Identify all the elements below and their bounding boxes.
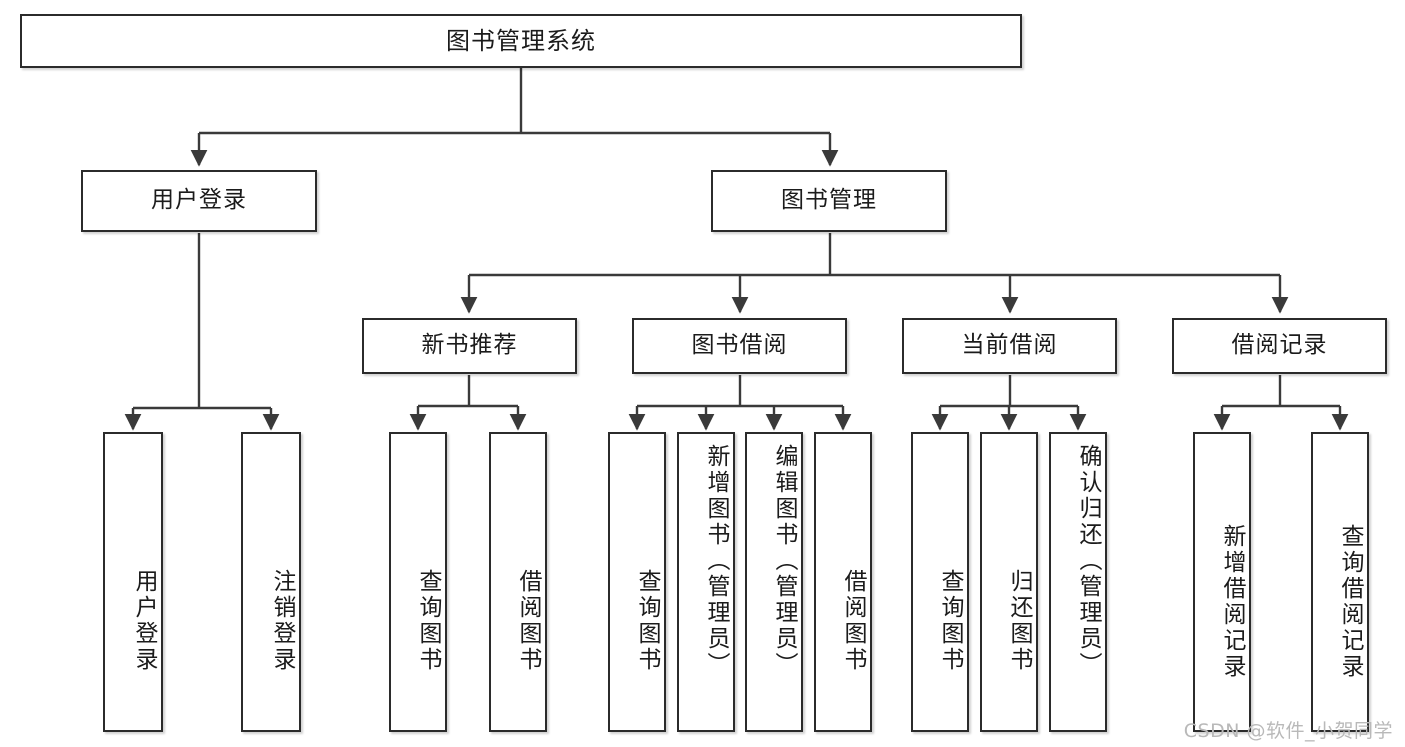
- node-label: 借阅图书: [840, 569, 866, 673]
- node-label: 新书推荐: [421, 332, 518, 359]
- node-leaf-user-login[interactable]: 用户登录: [103, 432, 163, 732]
- node-label: 当前借阅: [961, 332, 1058, 359]
- node-label: 确认归还（管理员）: [1075, 444, 1101, 678]
- node-label: 查询图书: [937, 569, 963, 673]
- node-label: 查询借阅记录: [1337, 524, 1363, 680]
- node-leaf-query-book-3[interactable]: 查询图书: [911, 432, 969, 732]
- node-new-book-recommend[interactable]: 新书推荐: [362, 318, 577, 374]
- node-label: 查询图书: [634, 569, 660, 673]
- node-label: 用户登录: [131, 569, 157, 673]
- node-label: 借阅记录: [1231, 332, 1328, 359]
- node-leaf-query-record[interactable]: 查询借阅记录: [1311, 432, 1369, 732]
- node-book-management[interactable]: 图书管理: [711, 170, 947, 232]
- csdn-watermark: CSDN @软件_小贺同学: [1183, 720, 1393, 742]
- node-label: 新增借阅记录: [1219, 524, 1245, 680]
- node-current-borrow[interactable]: 当前借阅: [902, 318, 1117, 374]
- node-label: 图书管理: [781, 187, 877, 214]
- node-label: 图书管理系统: [446, 26, 596, 55]
- node-leaf-borrow-book-1[interactable]: 借阅图书: [489, 432, 547, 732]
- node-leaf-return-book[interactable]: 归还图书: [980, 432, 1038, 732]
- node-label: 新增图书（管理员）: [703, 444, 729, 678]
- node-leaf-logout-login[interactable]: 注销登录: [241, 432, 301, 732]
- node-borrow-record[interactable]: 借阅记录: [1172, 318, 1387, 374]
- node-leaf-query-book-1[interactable]: 查询图书: [389, 432, 447, 732]
- node-leaf-edit-book[interactable]: 编辑图书（管理员）: [745, 432, 803, 732]
- node-label: 图书借阅: [691, 332, 788, 359]
- node-leaf-add-book[interactable]: 新增图书（管理员）: [677, 432, 735, 732]
- node-root-system[interactable]: 图书管理系统: [20, 14, 1022, 68]
- node-leaf-add-record[interactable]: 新增借阅记录: [1193, 432, 1251, 732]
- node-label: 用户登录: [151, 187, 247, 214]
- node-label: 注销登录: [269, 569, 295, 673]
- node-user-login[interactable]: 用户登录: [81, 170, 317, 232]
- node-leaf-query-book-2[interactable]: 查询图书: [608, 432, 666, 732]
- node-leaf-borrow-book-2[interactable]: 借阅图书: [814, 432, 872, 732]
- node-label: 借阅图书: [515, 569, 541, 673]
- node-book-borrow[interactable]: 图书借阅: [632, 318, 847, 374]
- node-label: 编辑图书（管理员）: [771, 444, 797, 678]
- node-label: 查询图书: [415, 569, 441, 673]
- node-leaf-confirm-return[interactable]: 确认归还（管理员）: [1049, 432, 1107, 732]
- node-label: 归还图书: [1006, 569, 1032, 673]
